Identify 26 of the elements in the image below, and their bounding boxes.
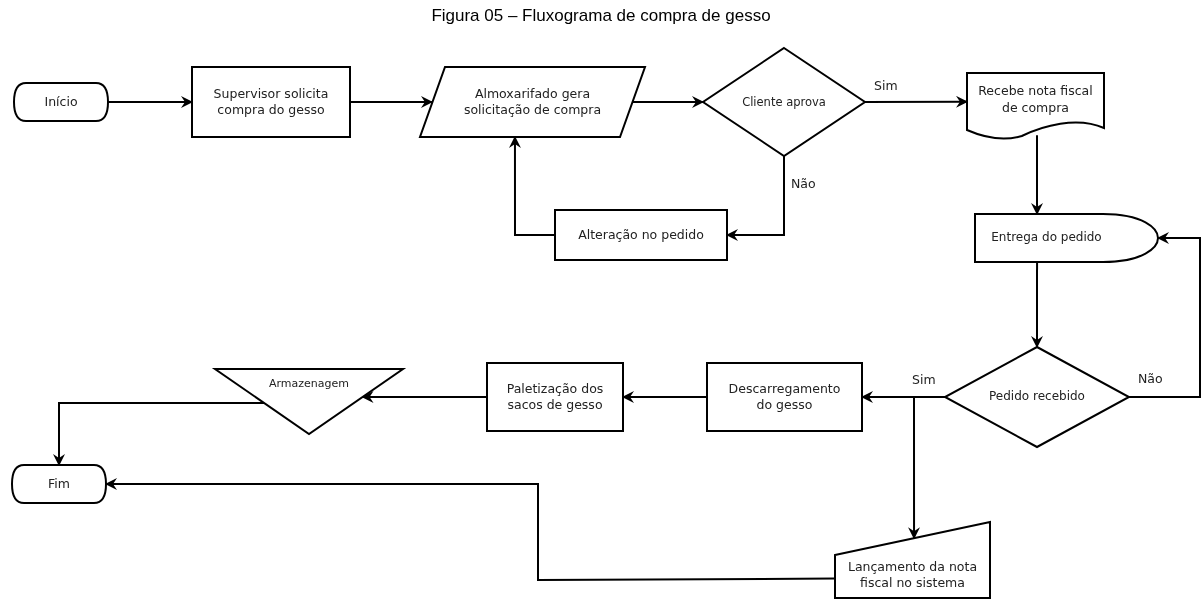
step-text: Paletização dos sacos de gesso	[505, 380, 605, 414]
arrow	[508, 136, 556, 236]
edge-label: Sim	[873, 78, 899, 93]
step-text: Início	[44, 93, 78, 111]
step-text: Descarregamento do gesso	[727, 380, 842, 414]
arrow	[1031, 134, 1044, 215]
edge-label: Sim	[911, 372, 937, 387]
step-text: Lançamento da nota fiscal no sistema	[846, 558, 979, 592]
step-text: Supervisor solicita compra do gesso	[212, 85, 330, 119]
step-text: Pedido recebido	[989, 389, 1085, 405]
arrow	[908, 396, 946, 540]
arrow	[361, 390, 488, 403]
step-text: Recebe nota fiscal de compra	[977, 83, 1094, 116]
step-text: Almoxarifado gera solicitação de compra	[462, 85, 603, 119]
step-text: Entrega do pedido	[991, 230, 1102, 246]
edge-label: Não	[790, 176, 817, 191]
arrow	[105, 478, 836, 581]
figure-title: Figura 05 – Fluxograma de compra de gesso	[430, 6, 772, 26]
arrow	[1031, 261, 1043, 348]
step-text: Fim	[48, 475, 70, 493]
arrow	[864, 95, 968, 108]
arrow	[1128, 232, 1201, 398]
step-text: Cliente aprova	[742, 94, 826, 110]
step-text: Armazenagem	[269, 377, 349, 392]
edge-label: Não	[1137, 371, 1164, 386]
step-text: Alteração no pedido	[578, 226, 704, 244]
